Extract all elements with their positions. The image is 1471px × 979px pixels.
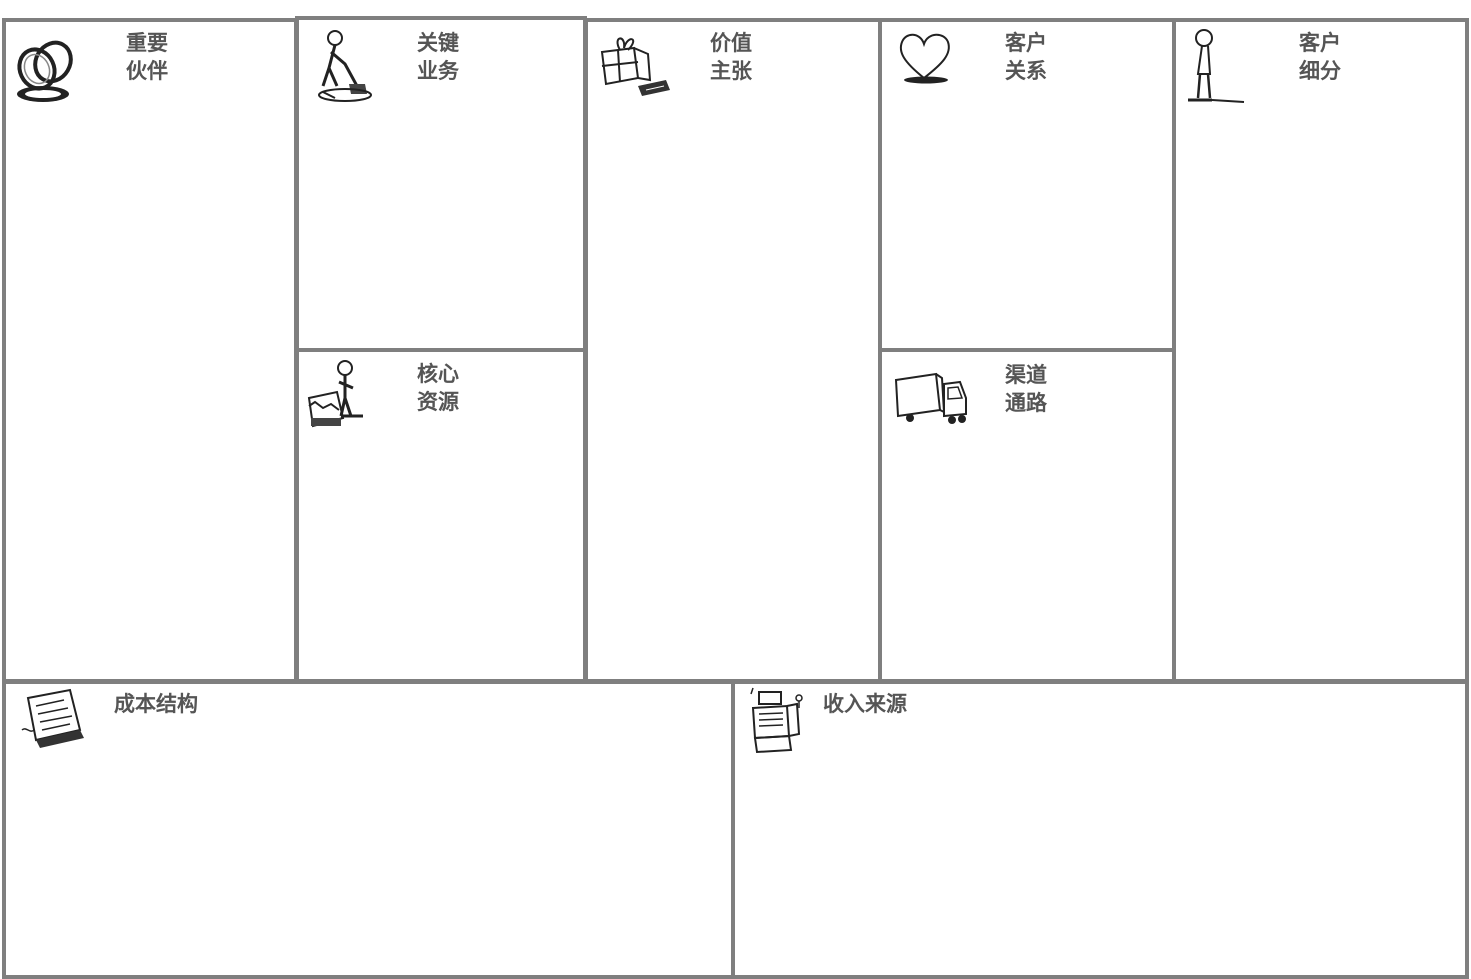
customer-segments-title: 客户 细分	[1299, 29, 1341, 85]
person-with-machine-icon	[303, 358, 369, 436]
channels-title-line1: 渠道	[1005, 363, 1047, 387]
customer-relationships-title: 客户 关系	[1005, 29, 1047, 85]
channels-title-line2: 通路	[1005, 391, 1047, 415]
customer-relationships-block: 客户 关系	[878, 18, 1176, 352]
key-partners-title-line2: 伙伴	[126, 59, 168, 83]
value-propositions-title-line2: 主张	[710, 59, 752, 83]
worker-digging-icon	[305, 28, 375, 104]
key-activities-title: 关键 业务	[417, 29, 459, 85]
key-partners-title-line1: 重要	[126, 31, 168, 55]
heart-icon	[896, 30, 956, 86]
customer-relationships-title-line1: 客户	[1005, 31, 1047, 55]
customer-segments-title-line1: 客户	[1299, 31, 1341, 55]
key-partners-title: 重要 伙伴	[126, 29, 168, 85]
key-resources-title-line1: 核心	[417, 362, 459, 386]
cash-register-icon	[747, 686, 807, 758]
customer-relationships-title-line2: 关系	[1005, 59, 1047, 83]
value-propositions-title: 价值 主张	[710, 29, 752, 85]
key-activities-title-line2: 业务	[417, 59, 459, 83]
value-propositions-title-line1: 价值	[710, 31, 752, 55]
key-activities-title-line1: 关键	[417, 31, 459, 55]
key-partners-block: 重要 伙伴	[2, 18, 298, 683]
channels-title: 渠道 通路	[1005, 361, 1047, 417]
key-resources-block: 核心 资源	[295, 348, 587, 683]
value-propositions-block: 价值 主张	[584, 18, 882, 683]
customer-segments-block: 客户 细分	[1172, 18, 1469, 683]
cost-structure-title: 成本结构	[114, 690, 198, 718]
gift-box-icon	[598, 30, 672, 100]
delivery-truck-icon	[892, 370, 972, 432]
key-resources-title-line2: 资源	[417, 390, 459, 414]
revenue-streams-title-line1: 收入来源	[823, 692, 907, 716]
revenue-streams-title: 收入来源	[823, 690, 907, 718]
linked-rings-icon	[13, 34, 83, 104]
cost-structure-block: 成本结构	[2, 680, 735, 979]
standing-person-icon	[1182, 28, 1246, 108]
key-activities-block: 关键 业务	[295, 16, 587, 352]
revenue-streams-block: 收入来源	[731, 680, 1469, 979]
customer-segments-title-line2: 细分	[1299, 59, 1341, 83]
cost-structure-title-line1: 成本结构	[114, 692, 198, 716]
key-resources-title: 核心 资源	[417, 360, 459, 416]
channels-block: 渠道 通路	[878, 348, 1176, 683]
invoice-papers-icon	[14, 686, 90, 750]
